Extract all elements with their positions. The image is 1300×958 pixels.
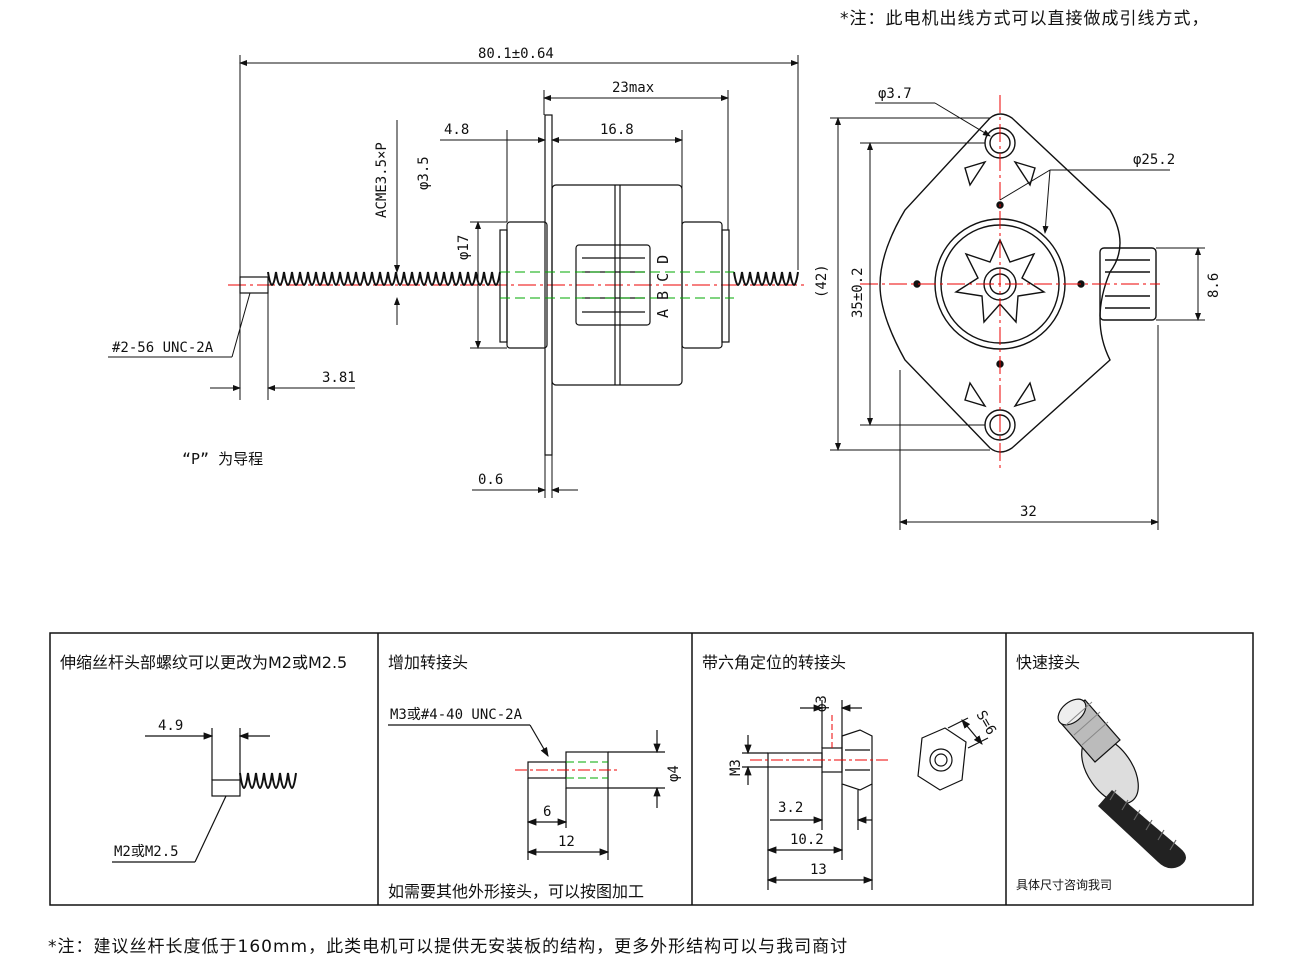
dim-phi-3-7: φ3.7 — [878, 86, 912, 102]
cell2-thread: M3或#4-40 UNC-2A — [390, 707, 523, 723]
option-cell-4-illustration — [1057, 698, 1186, 869]
side-dimensions — [108, 55, 799, 498]
cell2-phi4: φ4 — [666, 765, 682, 782]
dim-16-8: 16.8 — [600, 122, 634, 138]
option4-title: 快速接头 — [1016, 653, 1081, 672]
dim-8-6: 8.6 — [1206, 273, 1222, 298]
dim-hole-spacing: 35±0.2 — [850, 267, 866, 318]
cell3-dim13: 13 — [810, 862, 827, 878]
side-view — [228, 114, 805, 456]
cell3-phi3: φ3 — [814, 695, 830, 712]
front-dimensions — [830, 102, 1205, 530]
option4-footer: 具体尺寸咨询我司 — [1016, 878, 1113, 892]
dim-4-8: 4.8 — [444, 122, 469, 138]
options-table — [49, 632, 1254, 906]
lead-note: “P” 为导程 — [182, 450, 263, 468]
bottom-note: *注：建议丝杆长度低于160mm，此类电机可以提供无安装板的结构，更多外形结构可… — [48, 937, 849, 957]
option-cell-2 — [388, 724, 665, 860]
lead-screw-right — [733, 271, 799, 286]
front-view — [879, 113, 1157, 453]
cell1-dim: 4.9 — [158, 718, 183, 734]
option-cell-3 — [742, 700, 989, 890]
label-acme: ACME3.5×P — [374, 142, 390, 218]
dim-phi-3-5: φ3.5 — [416, 156, 432, 190]
cell2-dim12: 12 — [558, 834, 575, 850]
dim-width-32: 32 — [1020, 504, 1037, 520]
lead-screw-left — [267, 271, 501, 286]
dim-3-81: 3.81 — [322, 370, 356, 386]
cell3-m3: M3 — [728, 759, 744, 776]
option2-title: 增加转接头 — [388, 653, 469, 672]
dim-overall-length: 80.1±0.64 — [478, 46, 554, 62]
label-phases: A B C D — [654, 255, 672, 318]
cell3-dim32: 3.2 — [778, 800, 803, 816]
dim-body-max: 23max — [612, 80, 654, 96]
dim-plate-0-6: 0.6 — [478, 472, 503, 488]
cell2-dim6: 6 — [543, 804, 551, 820]
dim-phi-25-2: φ25.2 — [1133, 152, 1175, 168]
cell3-dim102: 10.2 — [790, 832, 824, 848]
cell1-label: M2或M2.5 — [114, 844, 179, 860]
cell3-s6: S=6 — [973, 708, 1000, 738]
label-thread: #2-56 UNC-2A — [112, 340, 214, 356]
dim-phi-17: φ17 — [456, 235, 472, 260]
option-cell-1 — [112, 728, 297, 863]
top-note: *注：此电机出线方式可以直接做成引线方式， — [840, 9, 1210, 29]
option3-title: 带六角定位的转接头 — [702, 653, 847, 672]
dim-height-42: (42) — [814, 264, 830, 298]
option2-footer: 如需要其他外形接头，可以按图加工 — [388, 882, 645, 901]
option1-title: 伸缩丝杆头部螺纹可以更改为M2或M2.5 — [60, 653, 348, 672]
